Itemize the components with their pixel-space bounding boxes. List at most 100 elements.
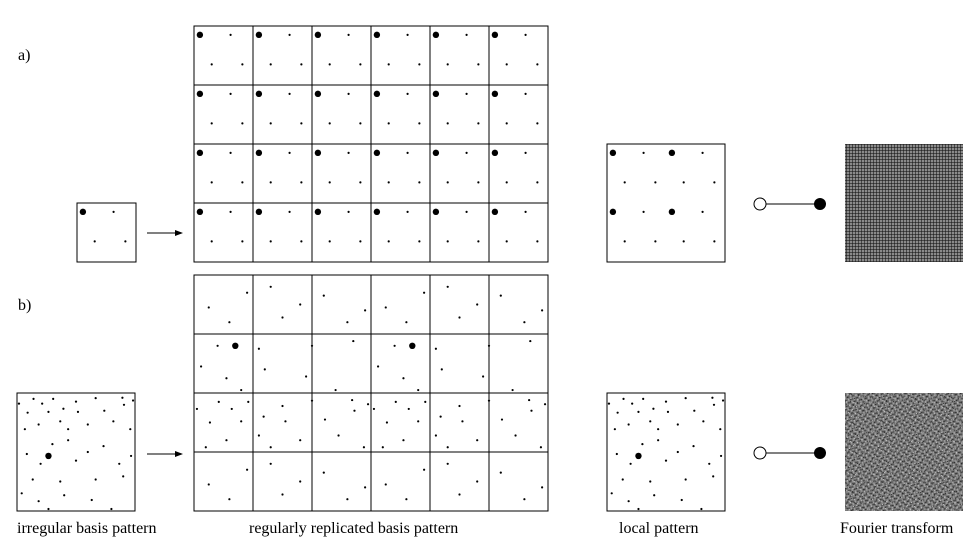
small-dot bbox=[446, 462, 449, 465]
small-dot bbox=[631, 402, 634, 405]
small-dot bbox=[47, 507, 50, 511]
replicated-cell-b bbox=[193, 392, 254, 453]
small-dot bbox=[543, 403, 547, 406]
small-dot bbox=[347, 151, 350, 154]
small-dot bbox=[384, 483, 387, 486]
small-dot bbox=[299, 439, 302, 442]
small-dot bbox=[477, 122, 480, 125]
small-dot bbox=[423, 468, 426, 471]
small-dot bbox=[523, 498, 526, 501]
large-dot bbox=[255, 90, 263, 98]
small-dot bbox=[418, 122, 421, 125]
small-dot bbox=[657, 428, 660, 431]
small-dot bbox=[680, 498, 683, 502]
large-dot bbox=[255, 149, 263, 157]
small-dot bbox=[477, 63, 480, 66]
small-dot bbox=[439, 415, 442, 418]
small-dot bbox=[627, 500, 630, 503]
small-dot bbox=[74, 400, 78, 403]
small-dot bbox=[102, 445, 105, 448]
small-dot bbox=[310, 344, 314, 347]
small-dot bbox=[269, 285, 272, 288]
small-dot bbox=[423, 291, 426, 294]
small-dot bbox=[418, 63, 421, 66]
large-dot bbox=[609, 149, 617, 157]
small-dot bbox=[204, 446, 207, 449]
large-dot bbox=[79, 208, 87, 216]
small-dot bbox=[300, 63, 303, 66]
replicated-cell-b bbox=[429, 451, 490, 512]
small-dot bbox=[649, 480, 652, 483]
small-dot bbox=[712, 475, 715, 478]
small-dot bbox=[230, 407, 233, 411]
small-dot bbox=[721, 399, 725, 402]
small-dot bbox=[228, 321, 231, 324]
small-dot bbox=[642, 397, 645, 400]
small-dot bbox=[536, 63, 539, 66]
caption-fourier-transform: Fourier transform bbox=[840, 520, 954, 537]
replicated-cell-b bbox=[252, 451, 313, 512]
small-dot bbox=[299, 303, 302, 306]
large-dot bbox=[635, 452, 642, 460]
small-dot bbox=[376, 365, 380, 368]
small-dot bbox=[482, 375, 485, 378]
small-dot bbox=[241, 122, 244, 125]
pair-symbol-a-open-circle bbox=[753, 197, 767, 211]
small-dot bbox=[288, 210, 291, 213]
local-pattern-b bbox=[606, 392, 726, 512]
replicated-cell-b bbox=[252, 333, 313, 394]
small-dot bbox=[664, 400, 668, 403]
small-dot bbox=[269, 446, 272, 449]
small-dot bbox=[682, 181, 685, 184]
small-dot bbox=[247, 400, 250, 403]
small-dot bbox=[366, 403, 370, 406]
pair-symbol-b-open-circle bbox=[753, 446, 767, 460]
small-dot bbox=[654, 240, 657, 243]
small-dot bbox=[328, 240, 331, 243]
small-dot bbox=[112, 420, 115, 423]
small-dot bbox=[199, 365, 203, 368]
small-dot bbox=[465, 92, 468, 95]
small-dot bbox=[216, 344, 219, 347]
small-dot bbox=[59, 420, 62, 423]
small-dot bbox=[487, 399, 491, 402]
replicated-cell-b bbox=[311, 392, 372, 453]
small-dot bbox=[17, 402, 21, 405]
small-dot bbox=[288, 92, 291, 95]
small-dot bbox=[476, 480, 479, 483]
replicated-cell-b bbox=[311, 274, 372, 335]
small-dot bbox=[461, 420, 464, 423]
small-dot bbox=[712, 403, 716, 406]
small-dot bbox=[524, 92, 527, 95]
small-dot bbox=[434, 434, 437, 437]
small-dot bbox=[207, 306, 210, 309]
small-dot bbox=[613, 428, 616, 431]
small-dot bbox=[684, 478, 687, 481]
local-pattern-a bbox=[606, 143, 726, 263]
small-dot bbox=[477, 240, 480, 243]
small-dot bbox=[700, 507, 703, 511]
small-dot bbox=[384, 306, 387, 309]
small-dot bbox=[347, 92, 350, 95]
small-dot bbox=[528, 398, 531, 402]
small-dot bbox=[228, 498, 231, 501]
small-dot bbox=[129, 454, 133, 458]
large-dot bbox=[668, 149, 676, 157]
small-dot bbox=[86, 423, 89, 426]
small-dot bbox=[417, 420, 420, 423]
small-dot bbox=[719, 428, 722, 431]
large-dot bbox=[491, 31, 499, 39]
small-dot bbox=[623, 240, 626, 243]
small-dot bbox=[652, 407, 655, 410]
small-dot bbox=[446, 240, 449, 243]
small-dot bbox=[402, 439, 405, 442]
large-dot bbox=[314, 90, 322, 98]
replicated-cell-a bbox=[488, 202, 549, 263]
small-dot bbox=[299, 480, 302, 483]
small-dot bbox=[281, 404, 284, 408]
small-dot bbox=[269, 63, 272, 66]
small-dot bbox=[465, 210, 468, 213]
small-dot bbox=[693, 409, 696, 412]
small-dot bbox=[300, 240, 303, 243]
small-dot bbox=[440, 368, 443, 371]
